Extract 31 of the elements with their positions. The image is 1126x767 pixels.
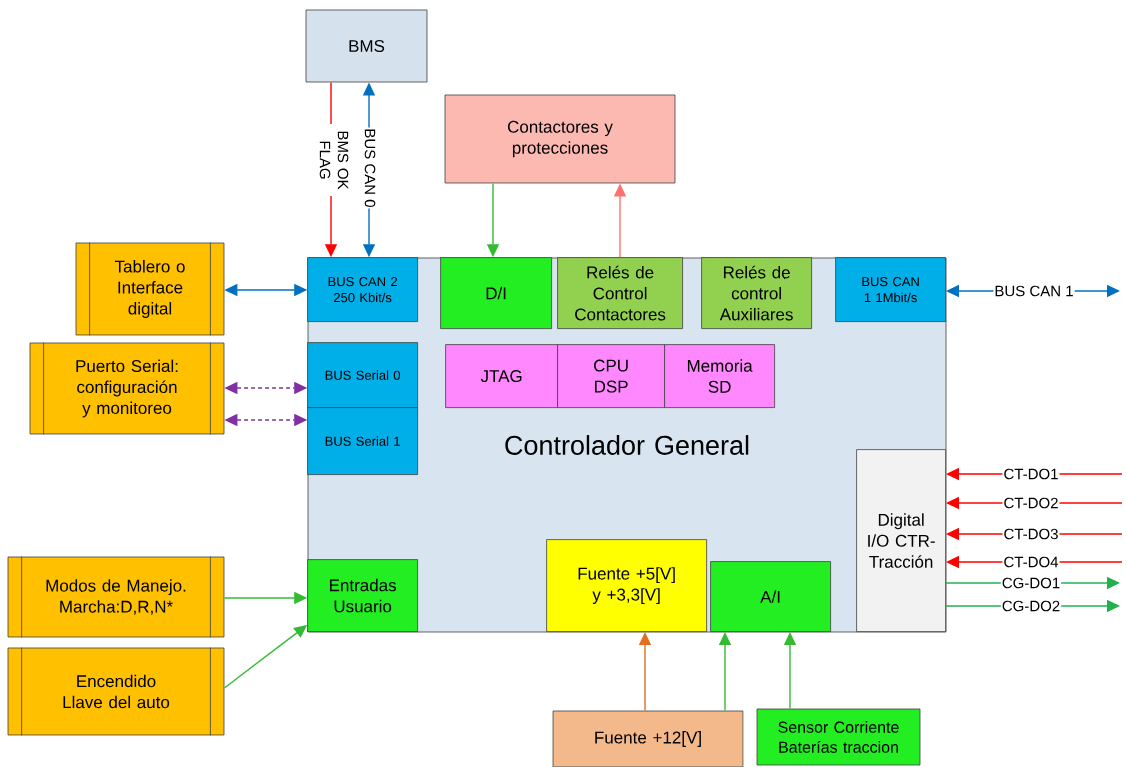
module-box: D/I: [440, 257, 552, 329]
module-box: Digital I/O CTR-Tracción: [856, 449, 946, 632]
module-box: Entradas Usuario: [307, 559, 418, 632]
system-box: Contactores y protecciones: [444, 94, 676, 184]
process-box: Modos de Manejo. Marcha:D,R,N*: [7, 556, 225, 638]
edge-label: BUS CAN 0: [363, 127, 377, 209]
edge-label: CT-DO1: [1002, 467, 1060, 481]
process-box: Tablero o Interface digital: [75, 242, 225, 336]
module-box: BUS Serial 0: [307, 342, 418, 408]
module-box: A/I: [710, 561, 831, 632]
edge-label: CT-DO4: [1002, 555, 1060, 569]
edge-label: CG-DO1: [1000, 576, 1062, 590]
process-box: Puerto Serial: configuración y monitoreo: [29, 342, 225, 435]
source-box: Fuente +12[V]: [552, 710, 744, 767]
edge-label: CT-DO3: [1002, 527, 1060, 541]
module-box: CPU DSP: [557, 344, 665, 408]
edge-label: CG-DO2: [1000, 599, 1062, 613]
module-box: BUS CAN 1 1Mbit/s: [835, 257, 946, 322]
process-box: Encendido Llave del auto: [7, 647, 225, 736]
module-box: Fuente +5[V] y +3,3[V]: [546, 539, 707, 632]
module-box: Relés de control Auxiliares: [701, 257, 812, 329]
edge-label: BMS OK FLAG: [318, 124, 350, 196]
module-box: Memoria SD: [664, 344, 775, 408]
edge-label: CT-DO2: [1002, 496, 1060, 510]
sensor-box: Sensor Corriente Baterías traccion: [756, 708, 921, 766]
edge-label: BUS CAN 1: [993, 284, 1075, 298]
module-box: BUS Serial 1: [307, 407, 418, 475]
module-box: Relés de Control Contactores: [557, 257, 683, 329]
module-box: BUS CAN 2 250 Kbit/s: [307, 257, 418, 322]
module-box: JTAG: [445, 344, 558, 408]
system-box: BMS: [305, 9, 428, 83]
